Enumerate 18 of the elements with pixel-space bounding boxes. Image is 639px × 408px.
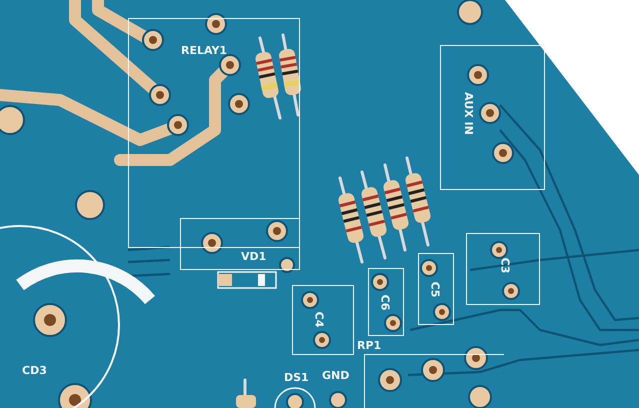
component-label: RELAY1: [181, 45, 228, 56]
component-label: RP1: [357, 340, 382, 351]
silkscreen-label: DS1: [284, 372, 309, 383]
component-outline: [180, 218, 300, 270]
component-label: C4: [313, 312, 324, 328]
component-outline: [368, 268, 404, 336]
component-outline: [292, 285, 354, 355]
component-label: AUX IN: [462, 92, 474, 135]
component-label: C6: [379, 294, 390, 310]
component-outline: [440, 45, 545, 190]
component-outline: [418, 253, 454, 325]
component-outline: [128, 18, 300, 248]
component-label: VD1: [241, 251, 266, 262]
component-outline: [466, 233, 540, 305]
component-label: CD3: [22, 365, 47, 376]
component-label: C5: [429, 282, 440, 298]
component-label: C3: [499, 258, 510, 274]
silkscreen-label: GND: [322, 370, 350, 381]
